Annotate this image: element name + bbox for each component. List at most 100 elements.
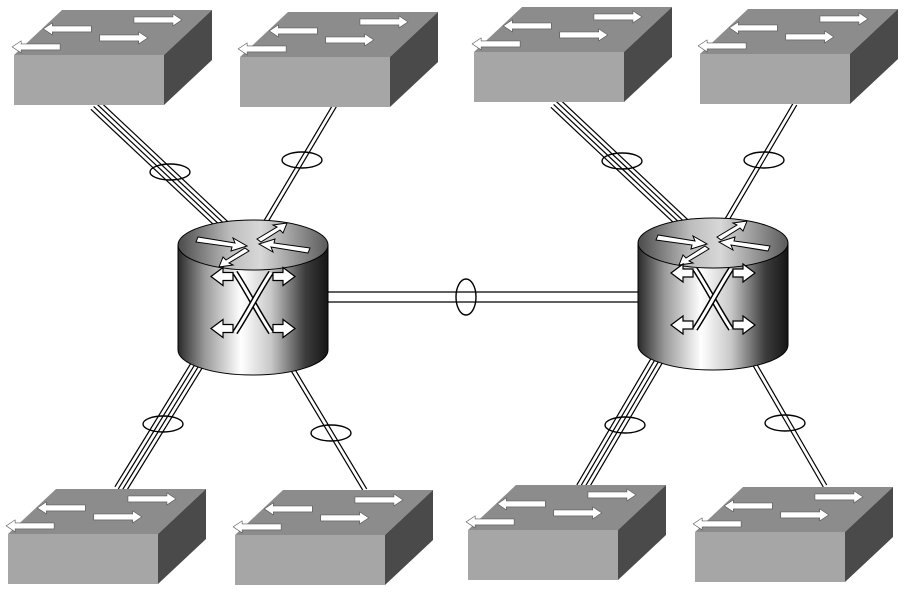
switch-bottom-3[interactable] <box>465 485 666 580</box>
switch-cross-arrows-icon <box>210 266 296 339</box>
link-line <box>121 360 203 492</box>
bundle-ring-link-top-2 <box>281 151 323 169</box>
switch-arrow <box>502 19 552 33</box>
link-top-4 <box>719 102 798 230</box>
link-line <box>586 357 666 492</box>
link-line <box>291 363 368 490</box>
switch-arrow <box>11 40 61 54</box>
switch-side-face <box>158 489 206 584</box>
link-top-3 <box>550 98 693 233</box>
link-line <box>555 101 690 227</box>
switch-arrow <box>697 39 747 53</box>
switch-side-face <box>624 7 672 102</box>
link-bottom-2 <box>287 363 368 492</box>
switch-arrow <box>814 490 864 504</box>
switch-arrow <box>133 13 183 27</box>
switch-arrow <box>263 502 313 516</box>
switch-front-face <box>240 57 390 107</box>
switch-arrow <box>93 510 143 524</box>
switch-cross-arrows-icon <box>670 262 756 336</box>
cross-arrow <box>732 262 756 284</box>
cross-arrow <box>210 318 234 339</box>
switch-side-face <box>390 12 438 107</box>
router-arrows-icon <box>655 220 771 266</box>
switch-arrow <box>723 499 773 513</box>
switch-top-3[interactable] <box>471 7 672 102</box>
switch-arrows-icon <box>471 10 643 51</box>
switch-bottom-1[interactable] <box>5 489 206 584</box>
link-line <box>124 362 206 494</box>
switch-side-face <box>385 490 433 585</box>
switch-front-face <box>474 52 624 102</box>
switch-arrow <box>268 24 318 38</box>
switch-top-4[interactable] <box>697 9 898 104</box>
switch-top-2[interactable] <box>237 12 438 107</box>
switch-front-face <box>235 535 385 585</box>
router-arrow <box>716 220 748 241</box>
bundle-ring-link-top-4 <box>743 151 785 169</box>
link-line <box>579 353 659 488</box>
cross-x-stroke <box>693 268 733 330</box>
bundles-layer <box>142 151 806 442</box>
switch-front-face <box>8 534 158 584</box>
cross-x-stroke <box>233 271 273 334</box>
switch-arrow <box>465 515 515 529</box>
link-line <box>752 365 824 488</box>
switch-arrow <box>42 22 92 36</box>
switch-arrow <box>359 15 409 29</box>
bundle-ring-link-bottom-4 <box>764 414 806 432</box>
devices-layer <box>5 7 898 585</box>
link-bottom-1 <box>114 356 206 494</box>
link-line <box>550 106 685 233</box>
link-line <box>558 98 693 225</box>
switch-arrow <box>692 517 742 531</box>
link-top-2 <box>259 103 338 230</box>
router-arrow <box>678 245 710 266</box>
switch-bottom-4[interactable] <box>692 487 893 582</box>
link-line <box>723 104 798 230</box>
switch-arrow <box>127 492 177 506</box>
switch-arrows-icon <box>692 490 864 531</box>
switch-arrows-icon <box>232 493 404 534</box>
cross-arrow <box>272 266 296 287</box>
switch-bottom-2[interactable] <box>232 490 433 585</box>
core-top <box>637 217 789 269</box>
switch-arrow <box>36 501 86 515</box>
cross-arrow <box>210 266 234 287</box>
cross-arrow <box>670 314 694 336</box>
switch-arrow <box>5 519 55 533</box>
switch-arrow <box>232 520 282 534</box>
router-arrow <box>655 234 709 250</box>
core-switch-right[interactable] <box>637 217 789 371</box>
link-line <box>553 104 688 230</box>
bundle-ring-link-top-1 <box>149 163 191 181</box>
switch-arrow <box>593 10 643 24</box>
switch-arrow <box>354 493 404 507</box>
link-line <box>719 102 794 228</box>
switch-arrow <box>99 31 149 45</box>
bundle-ring-link-bottom-2 <box>310 424 352 442</box>
switch-side-face <box>618 485 666 580</box>
switch-arrow <box>780 508 830 522</box>
link-bottom-3 <box>576 351 666 492</box>
cross-arrow <box>670 262 694 284</box>
link-core <box>328 291 638 303</box>
switch-top-1[interactable] <box>11 10 212 105</box>
router-arrow <box>195 236 249 252</box>
switch-front-face <box>468 530 618 580</box>
core-switch-left[interactable] <box>177 219 329 376</box>
link-line <box>117 358 199 490</box>
switch-arrows-icon <box>465 488 637 529</box>
switch-arrow <box>471 37 521 51</box>
switch-arrow <box>553 506 603 520</box>
switch-side-face <box>845 487 893 582</box>
bundle-ring-link-top-3 <box>601 152 643 170</box>
switch-arrow <box>496 497 546 511</box>
switch-front-face <box>695 532 845 582</box>
switch-arrow <box>237 42 287 56</box>
switch-arrows-icon <box>697 12 869 53</box>
link-line <box>583 355 663 490</box>
link-line <box>756 363 828 486</box>
link-line <box>93 106 228 232</box>
